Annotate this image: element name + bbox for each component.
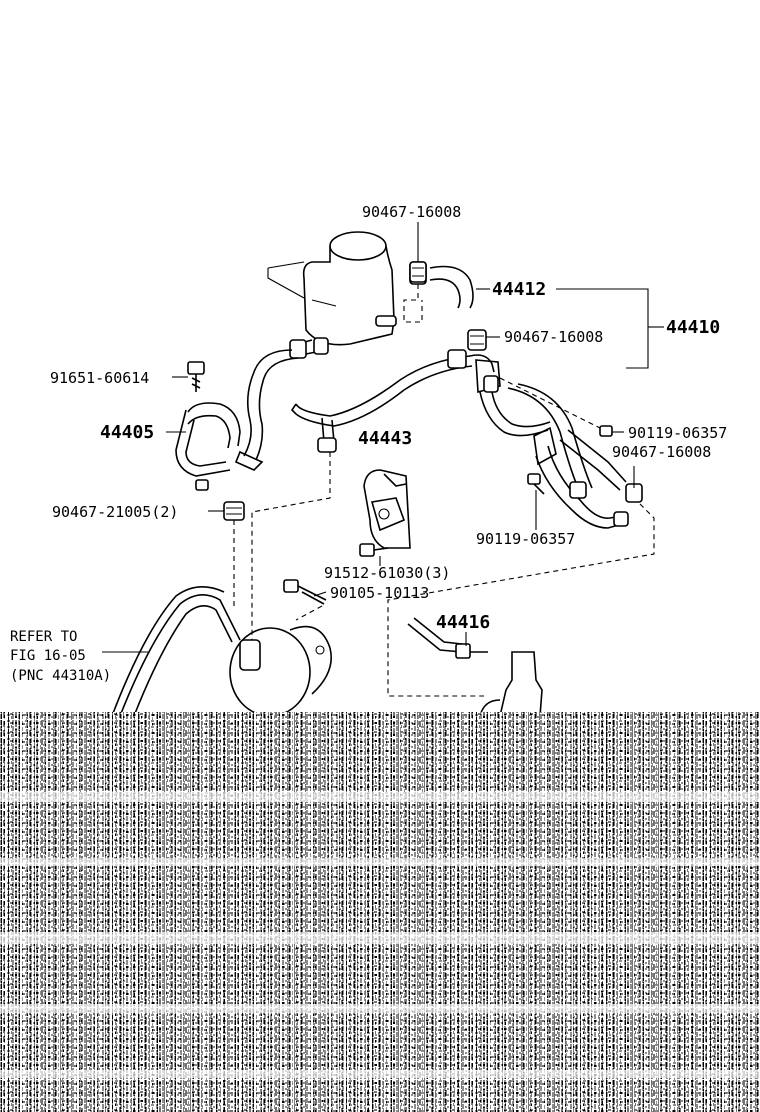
reservoir-tank	[267, 231, 397, 357]
label-90119-06357-b: 90119-06357	[476, 530, 575, 548]
label-44443: 44443	[358, 428, 412, 449]
refer-line-3: (PNC 44310A)	[10, 668, 111, 684]
label-44412: 44412	[492, 279, 546, 300]
label-44416: 44416	[436, 612, 490, 633]
label-44410: 44410	[666, 317, 720, 338]
label-90467-16008-top: 90467-16008	[362, 203, 461, 221]
tube-44416	[407, 617, 488, 659]
scan-noise-region	[0, 712, 760, 1112]
refer-line-2: FIG 16-05	[10, 648, 86, 664]
clamp-90467-16008-top	[409, 261, 427, 283]
pressure-tube-44410	[290, 349, 629, 529]
clamp-90467-16008-mid	[467, 329, 487, 351]
label-90105-10113: 90105-10113	[330, 584, 429, 602]
label-90467-16008-mid: 90467-16008	[504, 328, 603, 346]
label-44405: 44405	[100, 422, 154, 443]
bolt-90105-10113	[283, 579, 327, 605]
pump	[229, 625, 332, 717]
steering-gear	[479, 651, 543, 717]
label-90467-16008-right: 90467-16008	[612, 443, 711, 461]
bolt-90119-06357-b	[527, 473, 545, 495]
clamp-tank-outlet	[289, 339, 307, 359]
bracket-44443	[363, 469, 411, 549]
drive-belt	[111, 586, 241, 717]
bolt-90119-06357-a	[599, 425, 613, 437]
bolt-91512-61030	[359, 543, 389, 557]
label-91651-60614: 91651-60614	[50, 369, 149, 387]
leader-lines	[102, 222, 664, 653]
refer-line-1: REFER TO	[10, 629, 77, 645]
return-hose-44405	[175, 349, 299, 491]
label-90119-06357-a: 90119-06357	[628, 424, 727, 442]
bolt-91651-60614	[187, 361, 205, 392]
label-91512-61030: 91512-61030(3)	[324, 564, 450, 582]
label-90467-21005: 90467-21005(2)	[52, 503, 178, 521]
clamp-90467-21005	[223, 501, 245, 521]
